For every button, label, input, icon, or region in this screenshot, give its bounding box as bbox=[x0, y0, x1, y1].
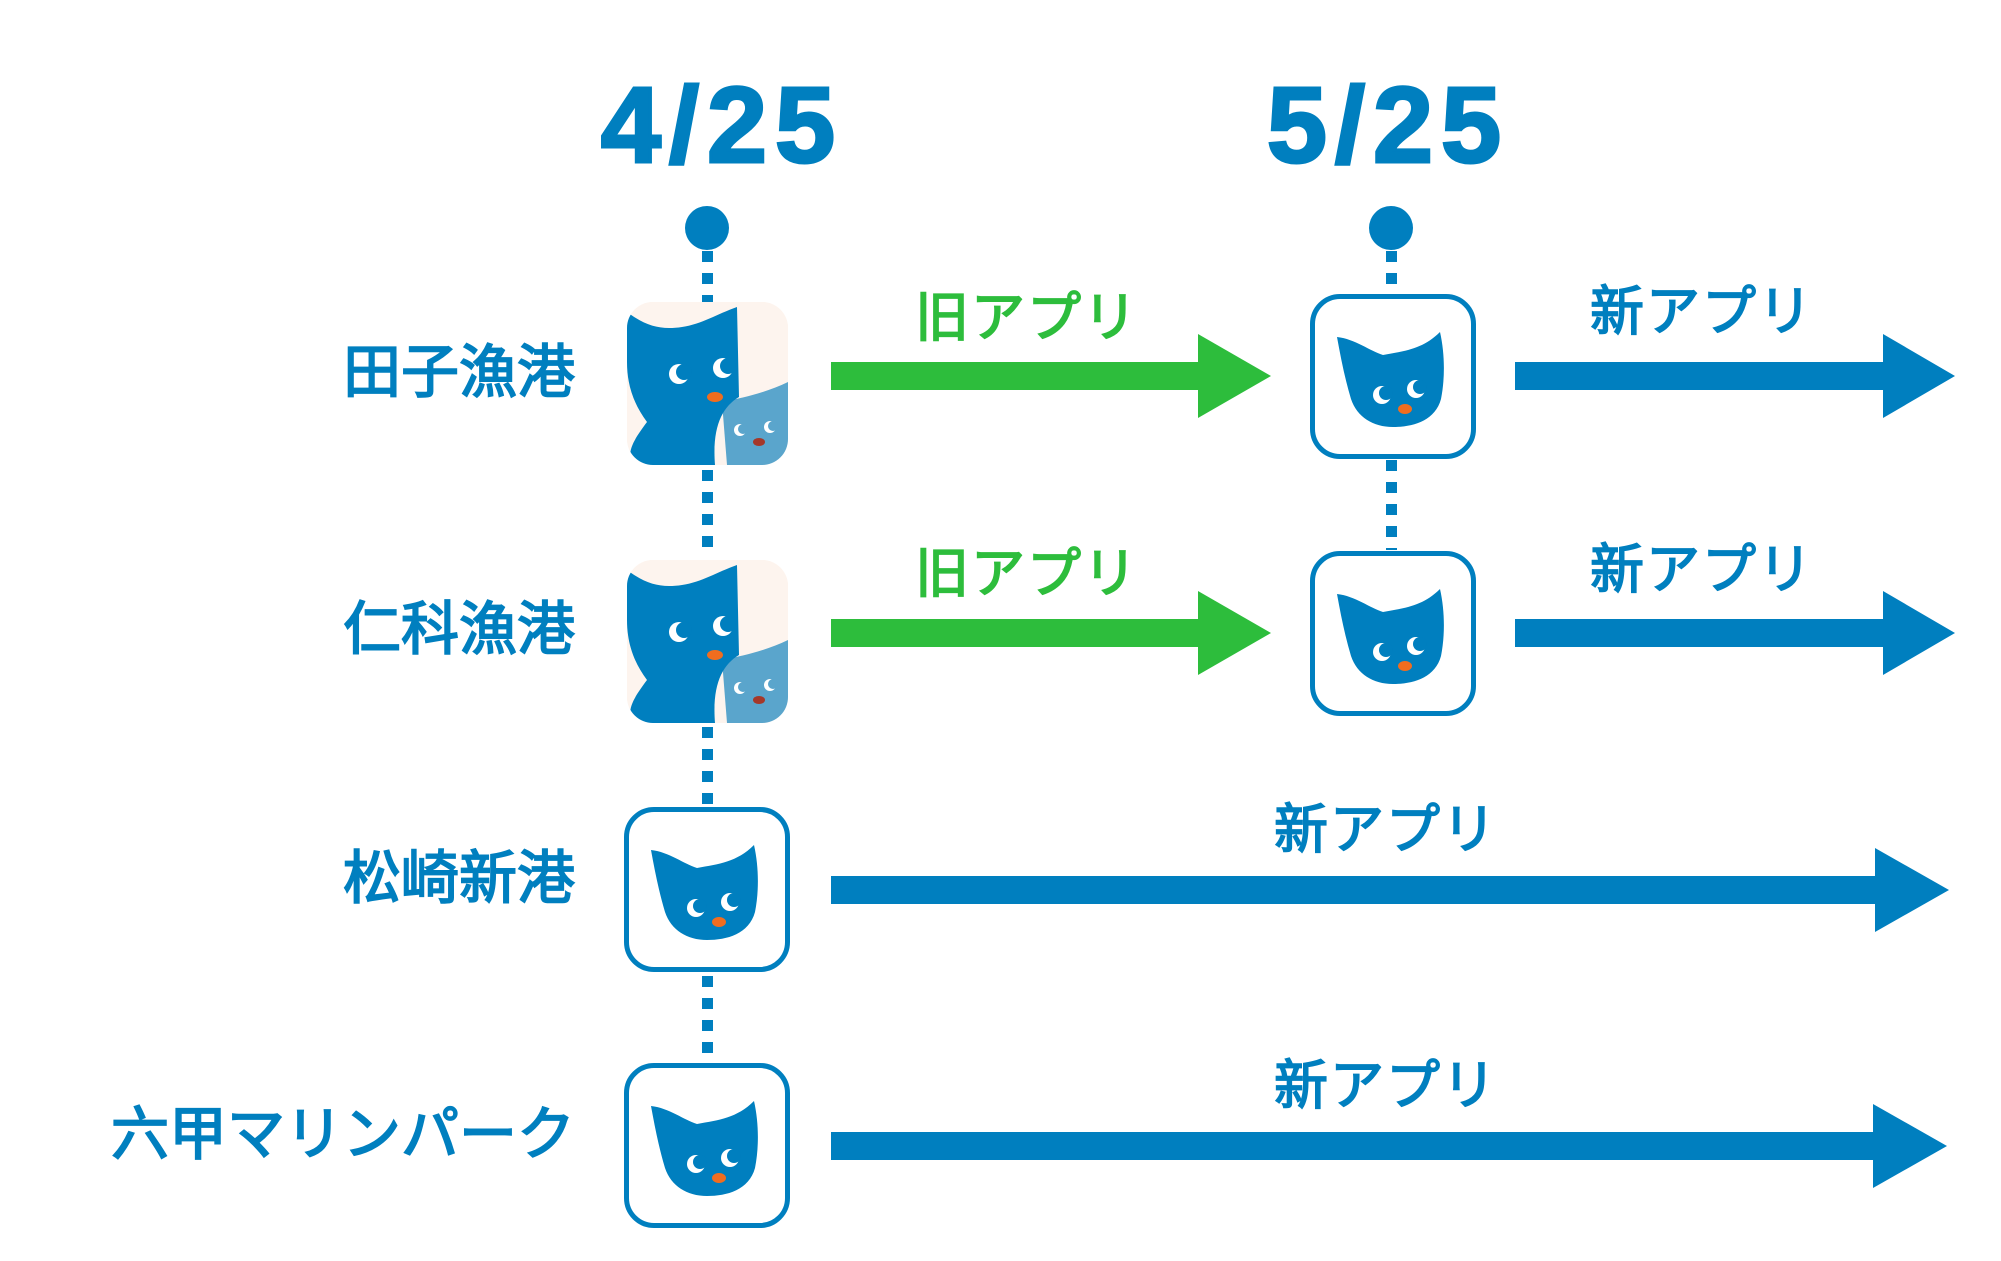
timeline-marker-4-25 bbox=[685, 206, 729, 250]
new-app-label: 新アプリ bbox=[1274, 1054, 1498, 1117]
old-app-arrow bbox=[831, 334, 1271, 418]
place-label-rokko-marine-park: 六甲マリンパーク bbox=[110, 1100, 575, 1168]
new-app-arrow bbox=[1515, 334, 1955, 418]
timeline-connector bbox=[702, 251, 713, 302]
timeline-marker-5-25 bbox=[1369, 206, 1413, 250]
date-header-5-25: 5/25 bbox=[1265, 64, 1510, 185]
place-label-nishina: 仁科漁港 bbox=[342, 595, 575, 663]
date-header-4-25: 4/25 bbox=[599, 64, 844, 185]
new-app-icon bbox=[624, 807, 790, 972]
new-app-arrow bbox=[1515, 591, 1955, 675]
new-app-icon bbox=[624, 1063, 790, 1228]
old-app-icon bbox=[627, 302, 788, 465]
timeline-connector bbox=[1386, 251, 1397, 293]
timeline-connector bbox=[1386, 460, 1397, 550]
timeline-connector bbox=[702, 976, 713, 1062]
timeline-connector bbox=[702, 470, 713, 558]
new-app-arrow bbox=[831, 1104, 1949, 1188]
new-app-icon bbox=[1310, 551, 1476, 716]
new-app-label: 新アプリ bbox=[1274, 798, 1498, 861]
old-app-label: 旧アプリ bbox=[915, 542, 1139, 605]
timeline-connector bbox=[702, 727, 713, 805]
new-app-arrow bbox=[831, 848, 1949, 932]
new-app-label: 新アプリ bbox=[1590, 538, 1814, 601]
old-app-label: 旧アプリ bbox=[915, 286, 1139, 349]
place-label-tago: 田子漁港 bbox=[342, 338, 575, 406]
old-app-arrow bbox=[831, 591, 1271, 675]
new-app-icon bbox=[1310, 294, 1476, 459]
place-label-matsuzaki: 松崎新港 bbox=[342, 844, 575, 912]
old-app-icon bbox=[627, 560, 788, 723]
new-app-label: 新アプリ bbox=[1590, 280, 1814, 343]
